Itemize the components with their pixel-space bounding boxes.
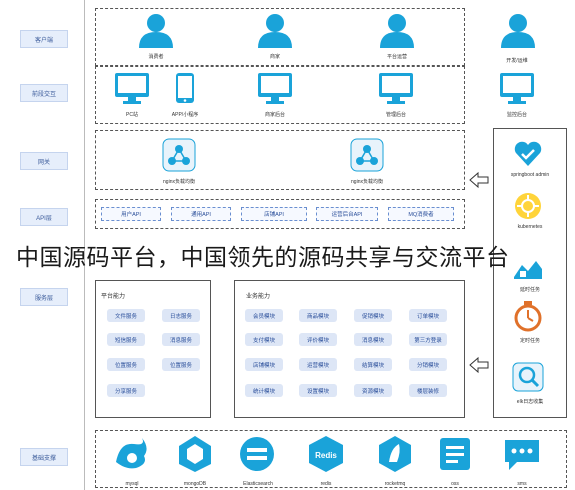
business-item: 楼层装修 xyxy=(409,384,447,397)
infra-label: sms xyxy=(517,481,527,487)
front-label-app: APP/小程序 xyxy=(171,112,199,118)
api-box xyxy=(95,199,465,229)
business-item: 商品模块 xyxy=(299,309,337,322)
layer-api: API层 xyxy=(20,208,68,226)
infra-label: redis xyxy=(320,481,332,487)
ops-label: elk日志收集 xyxy=(516,399,544,405)
ops-label: springboot admin xyxy=(510,172,550,178)
business-box xyxy=(234,280,465,418)
ops-panel xyxy=(493,128,567,418)
front-box xyxy=(95,66,465,124)
api-user: 用户API xyxy=(101,207,161,221)
platform-item: 分享服务 xyxy=(107,384,145,397)
infra-label: Elasticsearch xyxy=(243,481,273,487)
business-item: 消息模块 xyxy=(354,333,392,346)
platform-title: 平台能力 xyxy=(101,294,126,300)
watermark-text: 中国源码平台，中国领先的源码共享与交流平台 xyxy=(16,245,510,271)
client-box xyxy=(95,8,465,66)
svg-text:Redis: Redis xyxy=(315,451,337,460)
ops-label: kubernetes xyxy=(517,224,543,230)
business-item: 订单模块 xyxy=(409,309,447,322)
client-label-1: 消费者 xyxy=(148,54,164,60)
infra-box xyxy=(95,430,567,488)
business-title: 业务能力 xyxy=(246,294,271,300)
business-item: 店铺模块 xyxy=(245,358,283,371)
business-item: 第三方登录 xyxy=(409,333,447,346)
platform-item: 消息服务 xyxy=(162,333,200,346)
business-item: 促销模块 xyxy=(354,309,392,322)
api-operation: 运营后台API xyxy=(316,207,378,221)
api-common: 通用API xyxy=(171,207,231,221)
platform-item: 位置服务 xyxy=(162,358,200,371)
business-item: 分销模块 xyxy=(409,358,447,371)
layer-infra: 基础支撑 xyxy=(20,448,68,466)
business-item: 设置模块 xyxy=(299,384,337,397)
front-label-merchant: 商家后台 xyxy=(264,112,285,118)
platform-box xyxy=(95,280,211,418)
business-item: 统计模块 xyxy=(245,384,283,397)
layer-front: 前段交互 xyxy=(20,84,68,102)
infra-label: oss xyxy=(451,481,459,487)
layer-client: 客户端 xyxy=(20,30,68,48)
business-item: 运营模块 xyxy=(299,358,337,371)
business-item: 评价模块 xyxy=(299,333,337,346)
layer-gateway: 网关 xyxy=(20,152,68,170)
infra-label: rocketmq xyxy=(384,481,406,487)
ops-label: 定时任务 xyxy=(519,338,540,344)
business-item: 支付模块 xyxy=(245,333,283,346)
client-label-2: 商家 xyxy=(269,54,280,60)
front-label-pc: PC站 xyxy=(126,112,138,118)
front-label-admin: 管理后台 xyxy=(385,112,406,118)
gateway-label-1: nginx负载均衡 xyxy=(163,179,195,185)
infra-label: mongoDB xyxy=(183,481,207,487)
platform-item: 日志服务 xyxy=(162,309,200,322)
layer-service: 服务层 xyxy=(20,288,68,306)
gateway-box xyxy=(95,130,465,190)
client-label-3: 平台运营 xyxy=(386,54,407,60)
platform-item: 文件服务 xyxy=(107,309,145,322)
business-item: 结算模块 xyxy=(354,358,392,371)
api-mq: MQ消费者 xyxy=(388,207,454,221)
api-shop: 店铺API xyxy=(241,207,307,221)
client-label-4: 开发/运维 xyxy=(506,58,528,64)
platform-item: 位置服务 xyxy=(107,358,145,371)
business-item: 资源模块 xyxy=(354,384,392,397)
gateway-label-2: nginx负载均衡 xyxy=(351,179,383,185)
business-item: 会员模块 xyxy=(245,309,283,322)
front-label-monitor: 监控后台 xyxy=(506,112,527,118)
divider-line xyxy=(84,0,85,490)
infra-label: mysql xyxy=(125,481,139,487)
platform-item: 短信服务 xyxy=(107,333,145,346)
ops-label: 延时任务 xyxy=(519,287,540,293)
